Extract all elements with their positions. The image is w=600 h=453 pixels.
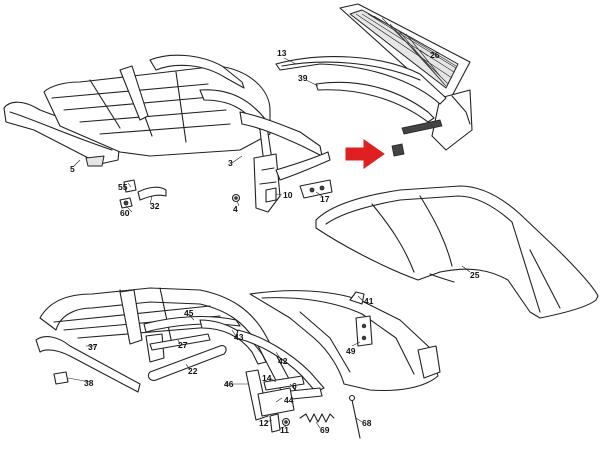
callout-17: 17 [320, 194, 330, 204]
callout-68: 68 [362, 418, 372, 428]
bolt-part-12 [269, 413, 281, 433]
soft-top-part-25 [315, 185, 599, 319]
washer-part-11 [281, 417, 291, 427]
callout-14: 14 [262, 373, 272, 383]
rear-window-part-26 [339, 3, 473, 151]
top-frame-part-3 [43, 54, 331, 213]
strip-part-27 [149, 333, 211, 351]
callout-39: 39 [298, 73, 308, 83]
callout-43: 43 [234, 332, 244, 342]
callout-10: 10 [283, 190, 293, 200]
clip-part-38 [53, 371, 69, 385]
callout-27: 27 [178, 340, 188, 350]
trim-part-37 [35, 336, 141, 393]
lower-frame-assembly [39, 287, 297, 397]
hinge-part-49 [355, 315, 373, 347]
callout-25: 25 [470, 270, 480, 280]
callout-60: 60 [120, 208, 130, 218]
rear-bow-part-13 [275, 56, 447, 105]
nut-part-4 [231, 193, 241, 203]
bow-part-43 [199, 319, 267, 365]
callout-13: 13 [277, 48, 287, 58]
callout-labels: 13 26 39 5 3 55 32 60 4 10 17 25 41 49 4… [70, 48, 480, 435]
callout-45: 45 [184, 308, 194, 318]
rod-part-22 [147, 345, 227, 381]
latch-part-32 [137, 186, 167, 201]
bracket-part-17 [299, 179, 333, 199]
rear-deck-panel [249, 290, 441, 391]
seal-part-45 [143, 315, 241, 333]
callout-26: 26 [430, 50, 440, 60]
rod-part-68 [348, 394, 361, 439]
highlight-arrow [345, 139, 405, 169]
callout-12: 12 [259, 418, 269, 428]
callout-5: 5 [70, 164, 75, 174]
callout-37: 37 [88, 342, 98, 352]
lever-part-14 [263, 375, 305, 391]
callout-46: 46 [224, 379, 234, 389]
callout-38: 38 [84, 378, 94, 388]
bracket-part-10 [265, 187, 277, 203]
cap-part-41 [349, 291, 365, 305]
callout-42: 42 [278, 356, 288, 366]
seal-strip-part-39 [315, 81, 443, 135]
front-trim-part-5 [3, 101, 121, 167]
callout-32: 32 [150, 201, 160, 211]
callout-11: 11 [280, 425, 289, 435]
leader-lines [67, 49, 471, 429]
callout-69: 69 [320, 425, 330, 435]
callout-41: 41 [364, 296, 374, 306]
callout-44: 44 [284, 395, 294, 405]
callout-22: 22 [188, 366, 198, 376]
fastener-part-60 [119, 197, 133, 209]
callout-4: 4 [233, 204, 238, 214]
callout-6: 6 [292, 381, 297, 391]
spring-part-69 [299, 413, 335, 423]
callout-55: 55 [118, 182, 128, 192]
callout-49: 49 [346, 346, 356, 356]
callout-3: 3 [228, 158, 233, 168]
